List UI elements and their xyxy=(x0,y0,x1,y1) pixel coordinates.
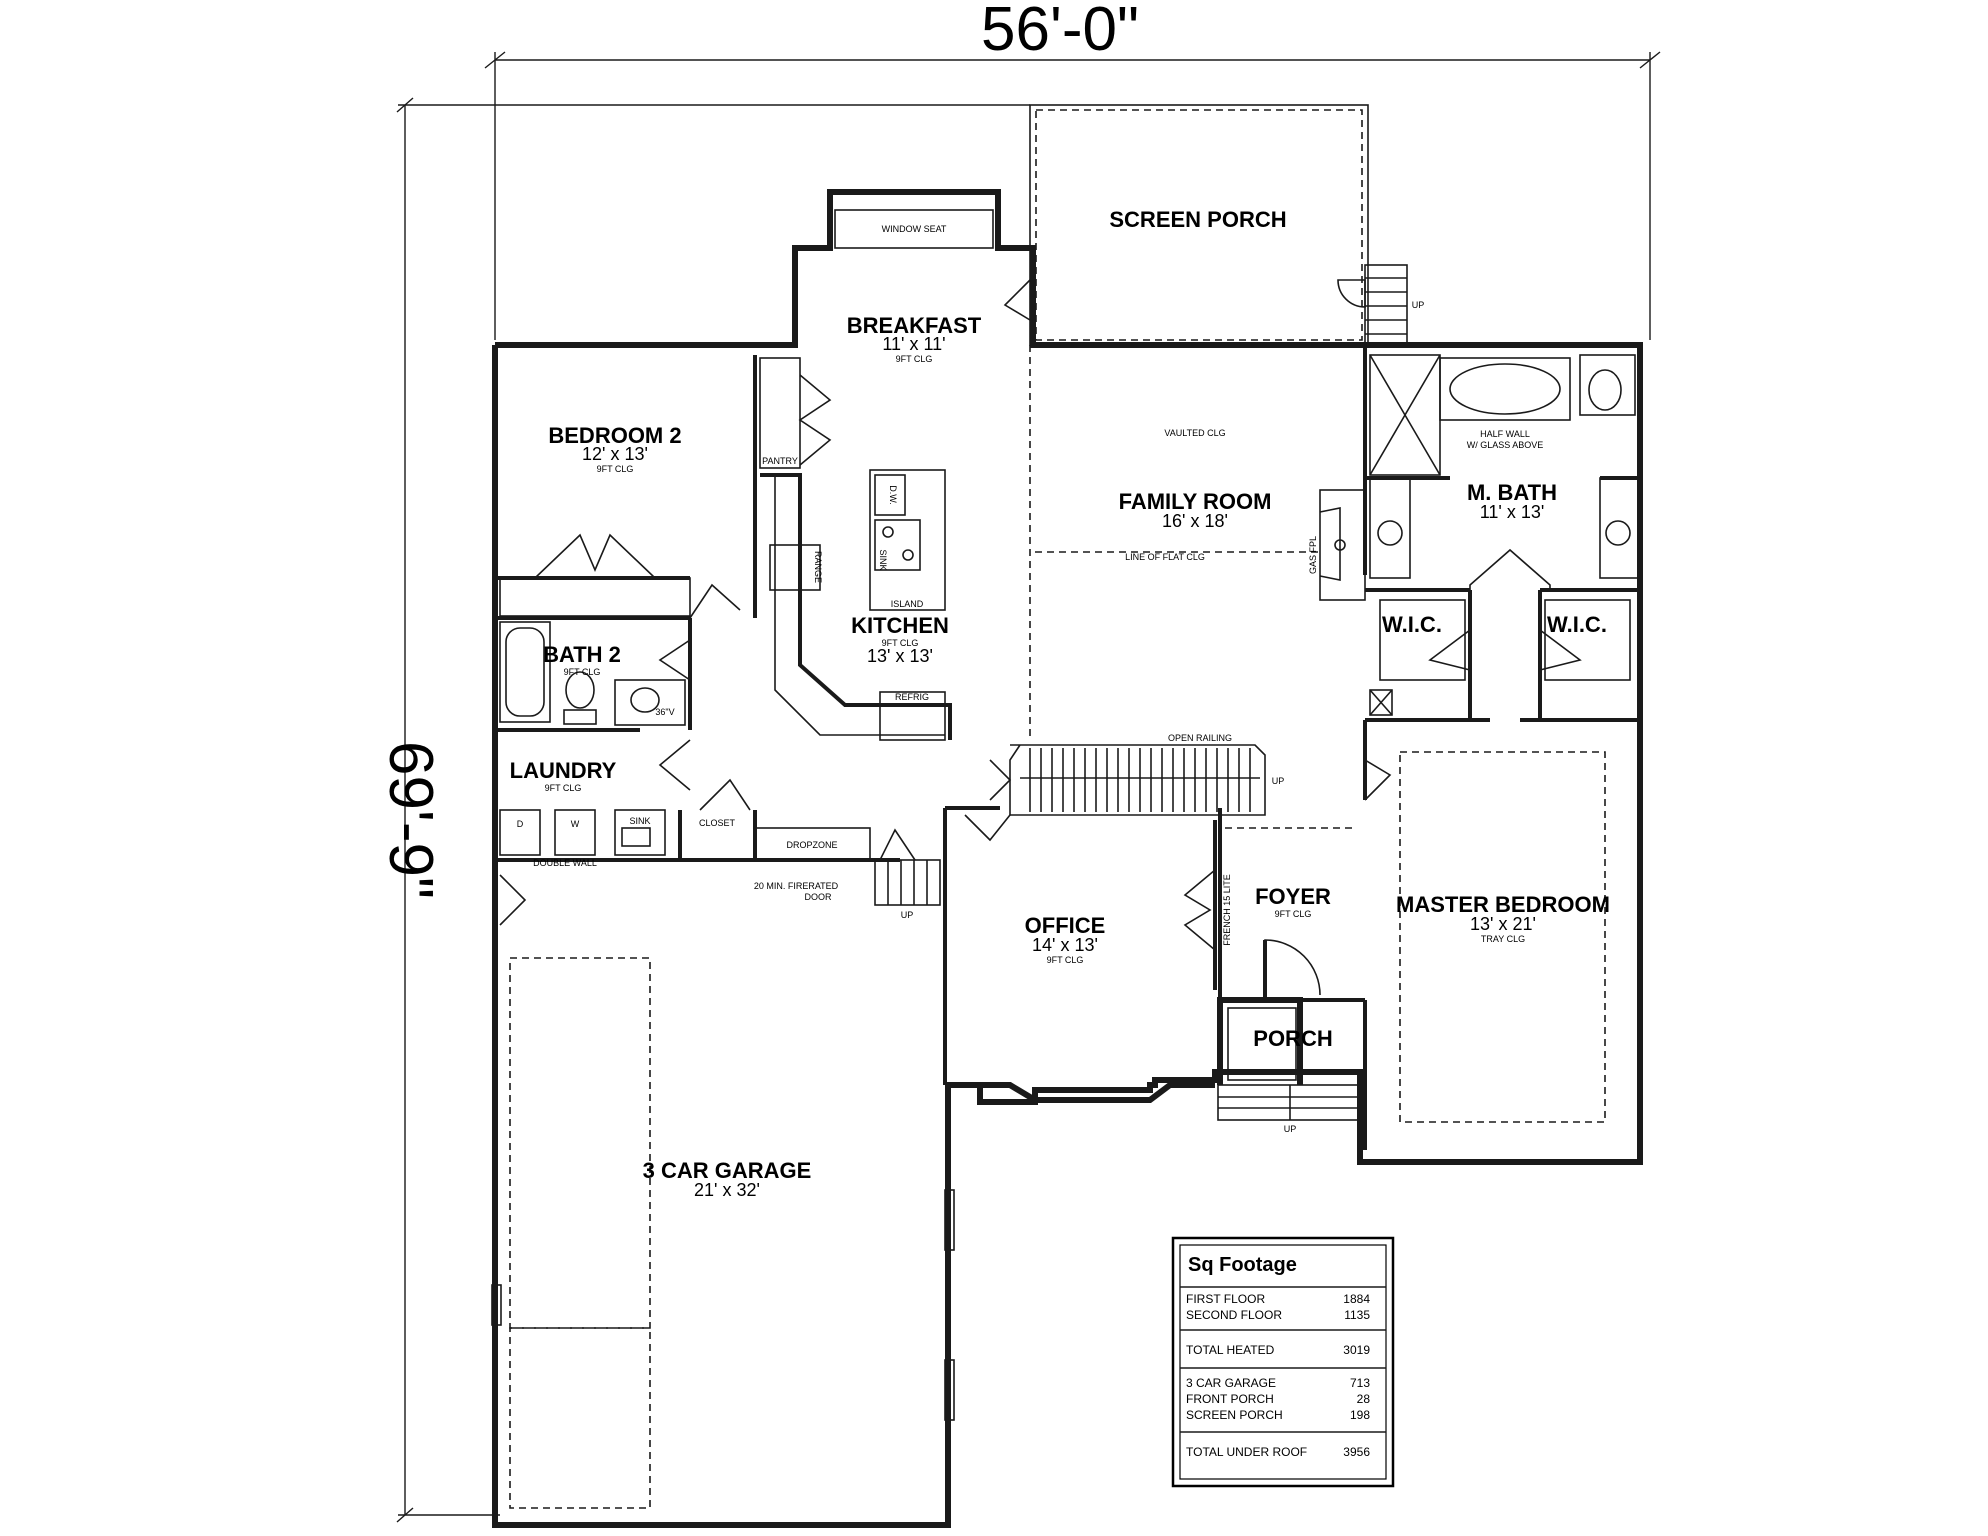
interior-walls: DROPZONE CLOSET xyxy=(495,345,1640,1150)
dropzone-label: DROPZONE xyxy=(786,840,837,850)
firerated-label-1: 20 MIN. FIRERATED xyxy=(754,881,839,891)
bath-2: 36"V BATH 2 9FT CLG xyxy=(499,621,691,726)
sq-row-value: 198 xyxy=(1350,1408,1370,1422)
bath2-label: BATH 2 xyxy=(543,642,621,667)
fireplace-label: GAS FPL xyxy=(1308,536,1318,574)
washer-label: W xyxy=(571,819,580,829)
foyer-label: FOYER xyxy=(1255,884,1331,909)
window-seat-label: WINDOW SEAT xyxy=(882,224,947,234)
firerated-label-2: DOOR xyxy=(805,892,833,902)
master-bath: HALF WALL W/ GLASS ABOVE M. BATH 11' x 1… xyxy=(1369,354,1639,590)
breakfast-label: BREAKFAST xyxy=(847,313,982,338)
breakfast-area: WINDOW SEAT BREAKFAST 11' x 11' 9FT CLG xyxy=(834,209,1031,364)
porch-stair-up: UP xyxy=(1412,300,1425,310)
master-bedroom: MASTER BEDROOM 13' x 21' TRAY CLG xyxy=(1396,751,1610,1123)
sq-row-value: 3019 xyxy=(1343,1343,1370,1357)
bedroom2-ceiling: 9FT CLG xyxy=(597,464,634,474)
screen-porch-label: SCREEN PORCH xyxy=(1109,207,1286,232)
width-dimension: 56'-0" xyxy=(484,0,1661,340)
porch-up-label: UP xyxy=(1284,1124,1297,1134)
laundry-label: LAUNDRY xyxy=(510,758,617,783)
garage-size: 21' x 32' xyxy=(694,1180,760,1200)
bath2-ceiling: 9FT CLG xyxy=(564,667,601,677)
depth-label: 69'-9" xyxy=(376,741,445,899)
double-wall-label: DOUBLE WALL xyxy=(533,858,597,868)
breakfast-ceiling: 9FT CLG xyxy=(896,354,933,364)
office: OFFICE 14' x 13' 9FT CLG FRENCH 15 LITE xyxy=(945,806,1232,1103)
width-label: 56'-0" xyxy=(981,0,1139,64)
garage-label: 3 CAR GARAGE xyxy=(643,1158,812,1183)
master-bedroom-ceiling: TRAY CLG xyxy=(1481,934,1525,944)
dryer-label: D xyxy=(517,819,524,829)
stairs: OPEN RAILING UP xyxy=(964,733,1285,842)
open-railing-label: OPEN RAILING xyxy=(1168,733,1232,743)
wic-right-label: W.I.C. xyxy=(1547,612,1607,637)
kitchen-sink-label: SINK xyxy=(878,549,888,570)
sq-row-value: 1884 xyxy=(1343,1292,1370,1306)
sq-row-label: TOTAL UNDER ROOF xyxy=(1186,1445,1307,1459)
office-ceiling: 9FT CLG xyxy=(1047,955,1084,965)
garage: 3 CAR GARAGE 21' x 32' xyxy=(491,874,955,1509)
french-door-label: FRENCH 15 LITE xyxy=(1222,874,1232,946)
laundry-sink-label: SINK xyxy=(629,816,650,826)
laundry: LAUNDRY 9FT CLG D W SINK DOUBLE WALL xyxy=(499,739,751,868)
sq-row-label: SCREEN PORCH xyxy=(1186,1408,1283,1422)
kitchen: RANGE REFRIG D.W. SINK ISLAND KITCHEN 9F… xyxy=(760,469,952,741)
master-bedroom-label: MASTER BEDROOM xyxy=(1396,892,1610,917)
dw-label: D.W. xyxy=(888,485,898,505)
foyer: FOYER 9FT CLG xyxy=(1225,759,1392,1000)
sq-row-label: FRONT PORCH xyxy=(1186,1392,1274,1406)
porch-label: PORCH xyxy=(1253,1026,1332,1051)
range-label: RANGE xyxy=(813,551,823,583)
half-wall-label-2: W/ GLASS ABOVE xyxy=(1467,440,1544,450)
sq-row-value: 3956 xyxy=(1343,1445,1370,1459)
kitchen-ceiling: 9FT CLG xyxy=(882,638,919,648)
kitchen-label: KITCHEN xyxy=(851,613,949,638)
vanity-label: 36"V xyxy=(655,707,674,717)
pantry: PANTRY xyxy=(759,357,832,469)
sq-row-label: TOTAL HEATED xyxy=(1186,1343,1275,1357)
family-vaulted-label: VAULTED CLG xyxy=(1164,428,1225,438)
wic-left-label: W.I.C. xyxy=(1382,612,1442,637)
mbath-label: M. BATH xyxy=(1467,480,1557,505)
office-label: OFFICE xyxy=(1025,913,1106,938)
bedroom-2: BEDROOM 2 12' x 13' 9FT CLG xyxy=(499,423,741,619)
kitchen-size: 13' x 13' xyxy=(867,646,933,666)
family-room: VAULTED CLG FAMILY ROOM 16' x 18' LINE O… xyxy=(1035,428,1366,601)
front-porch: PORCH UP xyxy=(1217,1007,1361,1134)
refrig-label: REFRIG xyxy=(895,692,929,702)
sq-row-label: FIRST FLOOR xyxy=(1186,1292,1265,1306)
laundry-ceiling: 9FT CLG xyxy=(545,783,582,793)
closet-label: CLOSET xyxy=(699,818,736,828)
foyer-ceiling: 9FT CLG xyxy=(1275,909,1312,919)
sq-title: Sq Footage xyxy=(1188,1254,1297,1276)
half-wall-label-1: HALF WALL xyxy=(1480,429,1530,439)
breakfast-size: 11' x 11' xyxy=(882,334,945,354)
island-label: ISLAND xyxy=(891,599,924,609)
bedroom2-label: BEDROOM 2 xyxy=(548,423,681,448)
mbath-size: 11' x 13' xyxy=(1480,502,1545,522)
family-room-size: 16' x 18' xyxy=(1162,511,1228,531)
sq-row-value: 1135 xyxy=(1344,1308,1370,1322)
garage-up-label: UP xyxy=(901,910,914,920)
flat-clg-label: LINE OF FLAT CLG xyxy=(1125,552,1205,562)
walk-in-closets: W.I.C. W.I.C. xyxy=(1369,599,1631,716)
sq-row-label: SECOND FLOOR xyxy=(1186,1308,1282,1322)
family-room-label: FAMILY ROOM xyxy=(1119,489,1272,514)
pantry-label: PANTRY xyxy=(762,456,798,466)
bedroom2-size: 12' x 13' xyxy=(582,444,648,464)
sq-row-value: 28 xyxy=(1357,1392,1371,1406)
depth-dimension: 69'-9" xyxy=(376,97,1030,1523)
stairs-up-label: UP xyxy=(1272,776,1285,786)
sq-row-value: 713 xyxy=(1350,1376,1370,1390)
master-bedroom-size: 13' x 21' xyxy=(1470,914,1536,934)
sq-footage-table: Sq Footage FIRST FLOOR 1884 SECOND FLOOR… xyxy=(1171,1236,1395,1488)
sq-row-label: 3 CAR GARAGE xyxy=(1186,1376,1276,1390)
office-size: 14' x 13' xyxy=(1032,935,1098,955)
garage-entry: 20 MIN. FIRERATED DOOR UP xyxy=(754,828,941,920)
screen-porch: SCREEN PORCH UP xyxy=(1029,104,1425,346)
